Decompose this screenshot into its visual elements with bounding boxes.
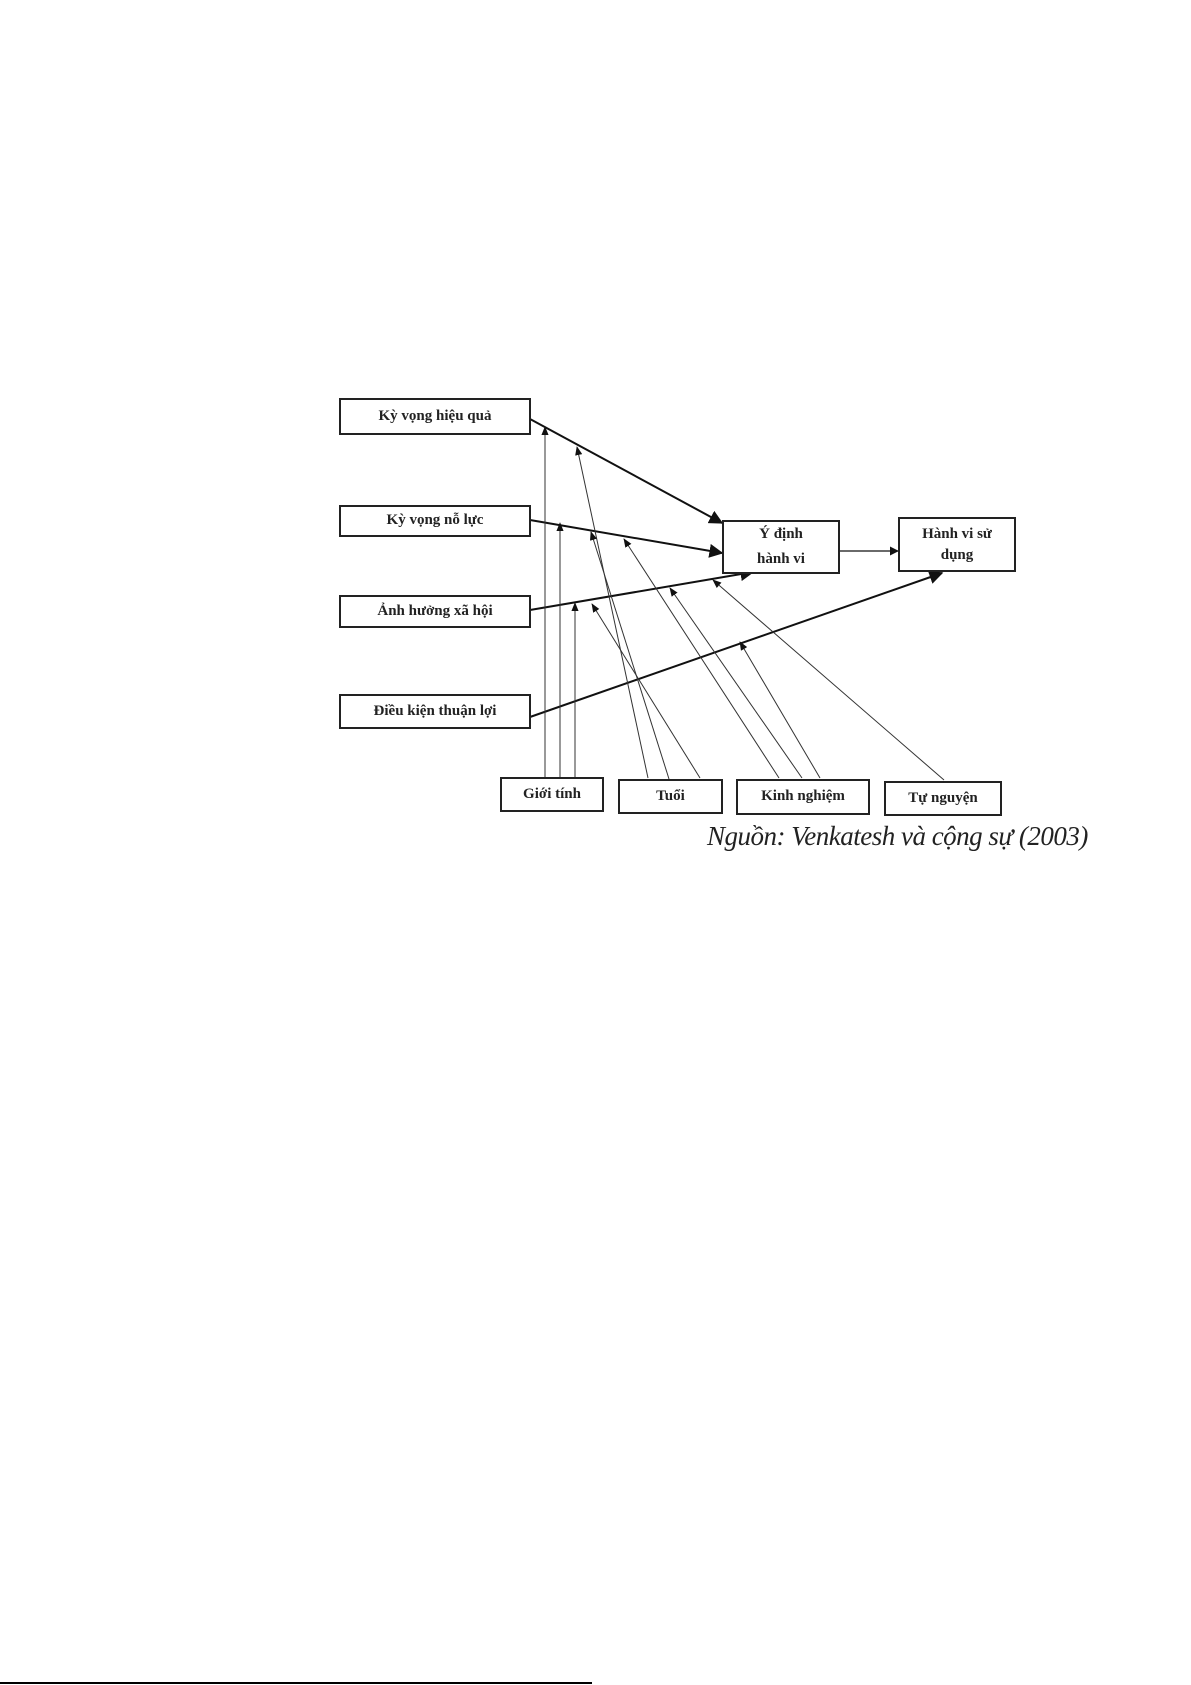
label-facilitating-conditions: Điều kiện thuận lợi <box>373 702 497 719</box>
arrow-age-moderator-3 <box>591 603 701 779</box>
arrow-performance-to-intention <box>529 418 724 524</box>
label-use-behavior: Hành vi sử dụng <box>922 525 992 563</box>
box-voluntariness: Tự nguyện <box>884 781 1002 816</box>
box-use-behavior: Hành vi sử dụng <box>898 517 1016 572</box>
box-effort-expectancy: Kỳ vọng nỗ lực <box>339 505 531 537</box>
box-age: Tuổi <box>618 779 723 814</box>
label-gender: Giới tính <box>523 785 581 802</box>
arrow-facilitating-to-use <box>529 570 944 718</box>
label-voluntariness: Tự nguyện <box>908 789 978 806</box>
label-experience: Kinh nghiệm <box>761 788 845 805</box>
box-experience: Kinh nghiệm <box>736 779 870 815</box>
box-performance-expectancy: Kỳ vọng hiệu quả <box>339 398 531 435</box>
arrow-voluntariness-moderator <box>712 579 945 781</box>
arrow-age-moderator-1 <box>575 446 649 779</box>
box-behavioral-intention: Ý định hành vi <box>722 520 840 574</box>
footnote-separator <box>0 1682 592 1684</box>
arrow-effort-to-intention <box>529 519 724 558</box>
arrow-social-to-intention <box>529 567 755 611</box>
box-facilitating-conditions: Điều kiện thuận lợi <box>339 694 531 729</box>
label-behavioral-intention: Ý định hành vi <box>757 525 805 568</box>
figure-source-caption: Nguồn: Venkatesh và cộng sự (2003) <box>707 821 1088 851</box>
label-performance-expectancy: Kỳ vọng hiệu quả <box>378 407 492 424</box>
arrow-experience-moderator-3 <box>739 641 821 779</box>
box-gender: Giới tính <box>500 777 604 812</box>
arrow-experience-moderator-1 <box>623 538 780 779</box>
label-social-influence: Ảnh hưởng xã hội <box>377 602 493 619</box>
label-effort-expectancy: Kỳ vọng nỗ lực <box>386 512 484 529</box>
arrow-experience-moderator-2 <box>669 587 803 779</box>
arrow-age-moderator-2 <box>590 531 670 780</box>
label-age: Tuổi <box>656 787 685 804</box>
box-social-influence: Ảnh hưởng xã hội <box>339 595 531 628</box>
